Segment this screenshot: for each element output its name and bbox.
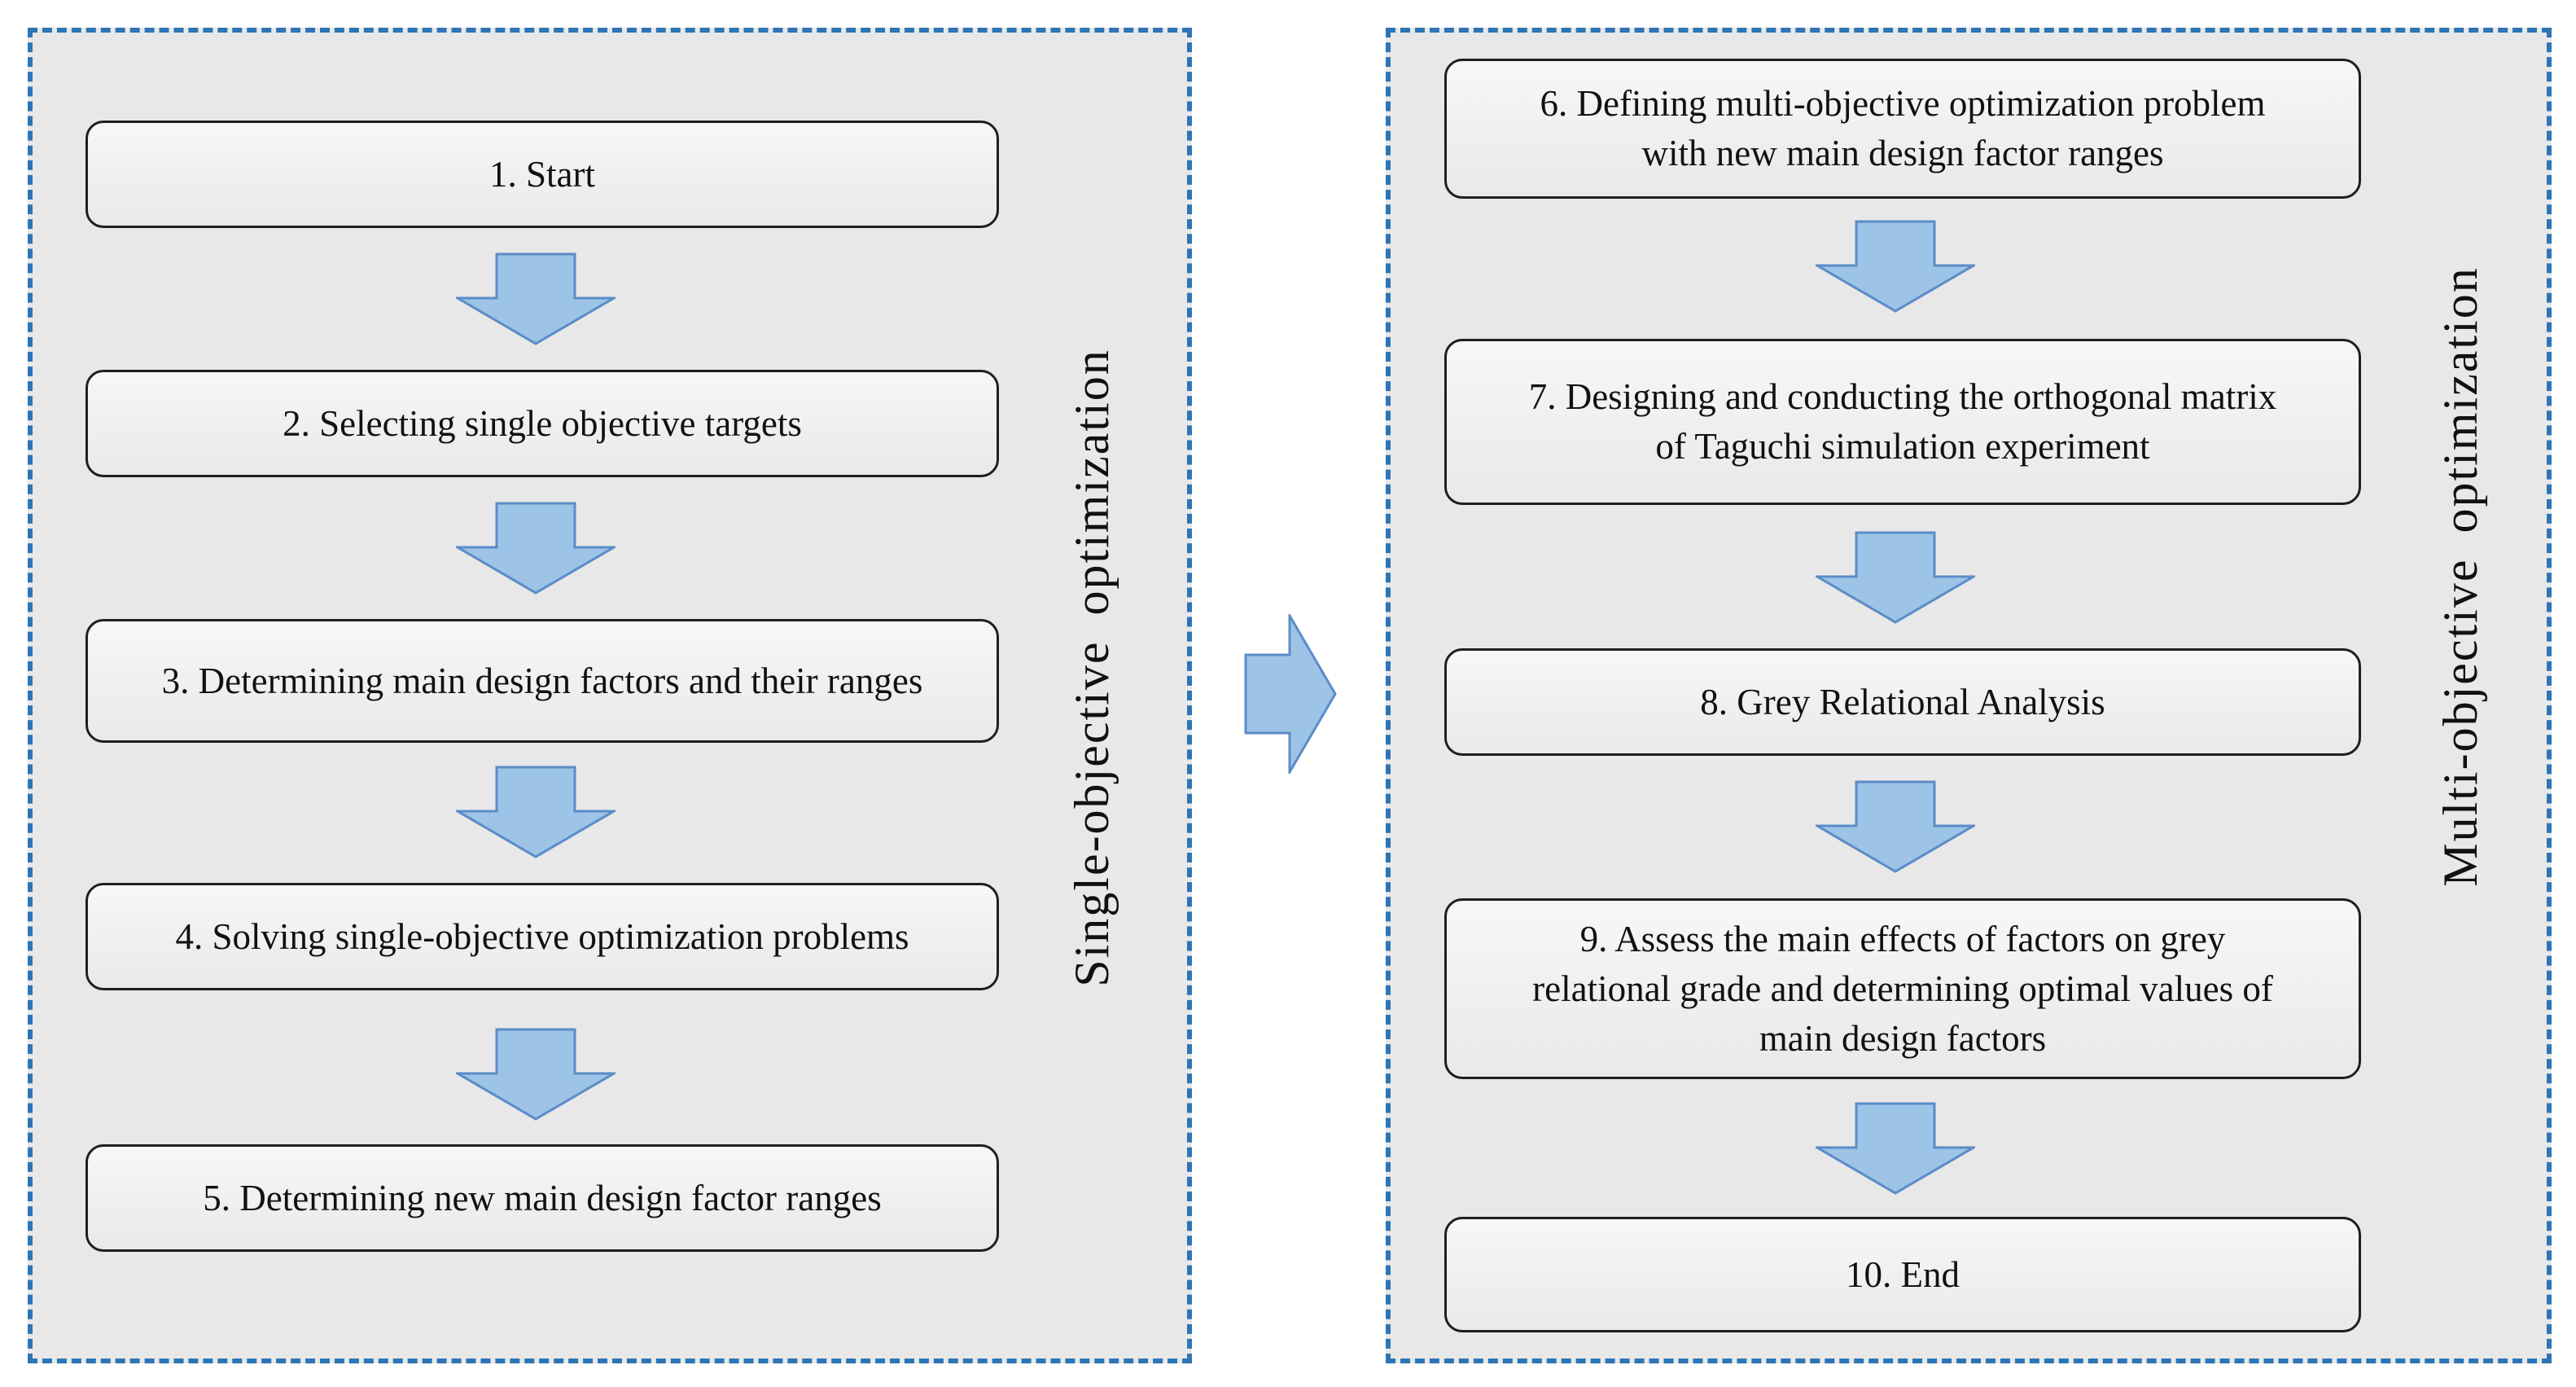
step-4-box: 4. Solving single-objective optimization…	[85, 883, 999, 990]
step-5-text: 5. Determining new main design factor ra…	[203, 1177, 882, 1218]
step-1-text: 1. Start	[489, 153, 595, 195]
step-3-box: 3. Determining main design factors and t…	[85, 619, 999, 743]
block-arrow-down-icon	[1816, 780, 1975, 873]
block-arrow-down-icon	[456, 766, 616, 858]
block-arrow-down-icon	[456, 252, 616, 345]
step-8-box: 8. Grey Relational Analysis	[1444, 648, 2361, 756]
multi-objective-label: Multi-objective optimization	[2433, 266, 2487, 887]
step-2-text: 2. Selecting single objective targets	[283, 402, 802, 444]
step-1-box: 1. Start	[85, 121, 999, 228]
step-2-box: 2. Selecting single objective targets	[85, 370, 999, 477]
step-5-box: 5. Determining new main design factor ra…	[85, 1144, 999, 1252]
block-arrow-down-icon	[1816, 1102, 1975, 1195]
step-9-line-1: 9. Assess the main effects of factors on…	[1579, 918, 2226, 959]
step-6-line-2: with new main design factor ranges	[1641, 133, 2164, 173]
block-arrow-right-icon	[1244, 614, 1337, 774]
block-arrow-down-icon	[1816, 220, 1975, 313]
step-7-line-1: 7. Designing and conducting the orthogon…	[1528, 376, 2277, 417]
step-4-text: 4. Solving single-objective optimization…	[175, 915, 909, 957]
step-10-box: 10. End	[1444, 1217, 2361, 1332]
step-6-box: 6. Defining multi-objective optimization…	[1444, 59, 2361, 199]
step-9-line-3: main design factors	[1759, 1017, 2047, 1059]
step-3-text: 3. Determining main design factors and t…	[161, 660, 923, 701]
step-7-line-2: of Taguchi simulation experiment	[1655, 426, 2150, 467]
block-arrow-down-icon	[456, 1028, 616, 1121]
block-arrow-down-icon	[1816, 531, 1975, 624]
step-10-text: 10. End	[1846, 1253, 1960, 1295]
step-6-line-1: 6. Defining multi-objective optimization…	[1540, 83, 2266, 124]
single-objective-label: Single-objective optimization	[1064, 349, 1119, 987]
step-9-line-2: relational grade and determining optimal…	[1532, 968, 2273, 1009]
block-arrow-down-icon	[456, 502, 616, 595]
step-9-box: 9. Assess the main effects of factors on…	[1444, 898, 2361, 1079]
step-8-text: 8. Grey Relational Analysis	[1700, 681, 2105, 722]
step-7-box: 7. Designing and conducting the orthogon…	[1444, 339, 2361, 505]
